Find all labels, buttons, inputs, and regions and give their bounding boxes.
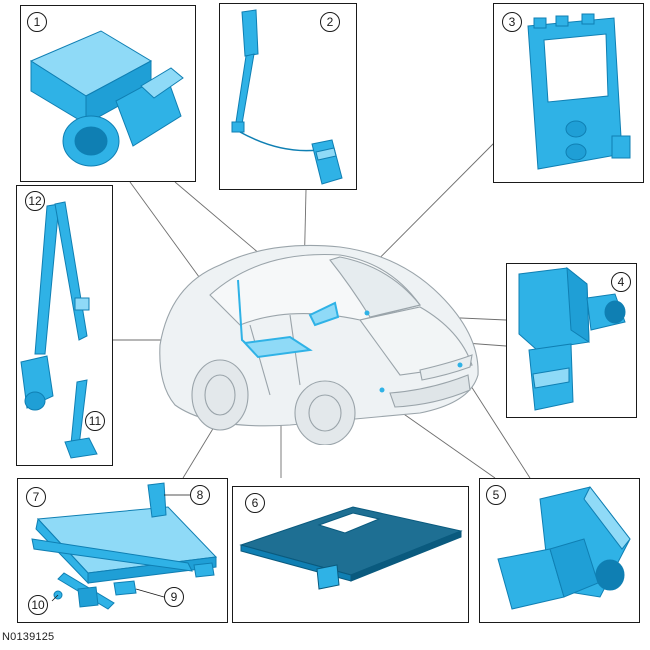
panel-12-belt-retractor: 12 11	[16, 185, 113, 466]
callout-6: 6	[245, 493, 265, 513]
panel-3-center-bezel: 3	[493, 3, 644, 183]
vehicle-wheel-front	[294, 380, 356, 445]
vehicle-windshield	[329, 256, 421, 318]
callout-4: 4	[611, 272, 631, 292]
figure-id: N0139125	[2, 631, 55, 643]
panel-6-occupant-sensor: 6	[232, 486, 469, 623]
callout-12: 12	[25, 191, 45, 211]
vehicle-grille	[389, 374, 471, 408]
panel-5-front-sensor: 5	[479, 478, 640, 623]
vehicle-illustration	[159, 244, 479, 445]
vehicle-headlight	[419, 354, 473, 381]
panel-1-restraint-module: 1	[20, 5, 196, 182]
callout-7: 7	[26, 487, 46, 507]
panel-2-belt-buckle: 2	[219, 3, 357, 190]
callout-5: 5	[486, 485, 506, 505]
callout-3: 3	[502, 12, 522, 32]
callout-10: 10	[28, 595, 48, 615]
vehicle-panel-highlight	[308, 301, 340, 327]
leader-1a	[129, 181, 211, 293]
vehicle-hood	[359, 306, 473, 376]
callout-2: 2	[320, 12, 340, 32]
callout-11: 11	[85, 411, 105, 431]
leader-5b	[461, 371, 531, 479]
panel-7-seat-track: 7 8 9 10	[17, 478, 228, 623]
callout-1: 1	[27, 12, 47, 32]
panel-4-impact-sensor: 4	[506, 263, 637, 418]
vehicle-wheel-rear	[191, 359, 249, 431]
vehicle-seat-highlight	[242, 335, 313, 359]
callout-8: 8	[190, 485, 210, 505]
callout-9: 9	[164, 587, 184, 607]
